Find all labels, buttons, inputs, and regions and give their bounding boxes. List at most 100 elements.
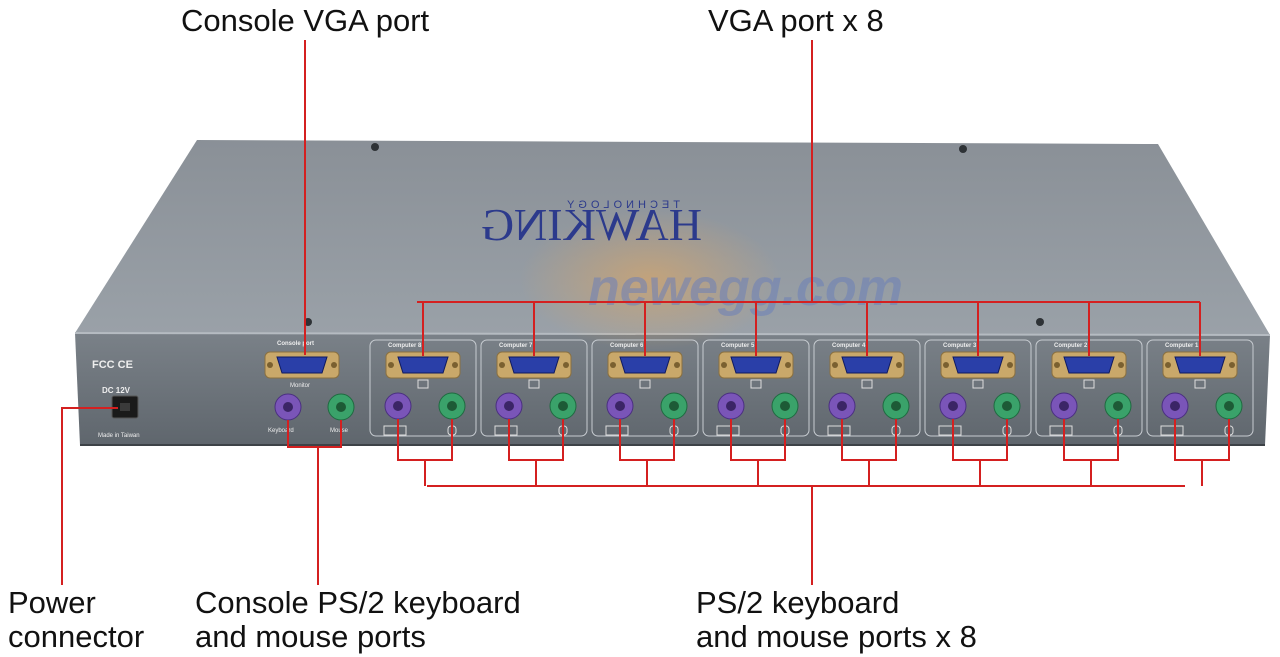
computer-port-label: Computer 1 <box>1165 343 1199 349</box>
callout-line-console-ps2 <box>287 420 342 585</box>
ps2-mouse-port <box>771 392 799 420</box>
callout-branch-ps2 <box>1174 419 1230 486</box>
keyboard-icon <box>938 425 962 436</box>
console-port-label: Console port <box>277 341 314 347</box>
computer-port-block: Computer 5 <box>702 339 810 437</box>
ps2-mouse-port <box>1215 392 1243 420</box>
console-ps2-callout: Console PS/2 keyboard and mouse ports <box>195 586 521 654</box>
computer-port-block: Computer 6 <box>591 339 699 437</box>
monitor-icon <box>417 379 429 389</box>
ps2-mouse-port <box>1104 392 1132 420</box>
hawking-logo: HAWKING TECHNOLOGY <box>481 199 702 250</box>
ps2-keyboard-port <box>717 392 745 420</box>
computer-port-label: Computer 2 <box>1054 343 1088 349</box>
vga-port <box>496 351 572 379</box>
console-keyboard-label: Keyboard <box>268 428 294 434</box>
callout-branch-ps2 <box>619 419 675 486</box>
vga-port <box>1162 351 1238 379</box>
certification-marks: FCC CE <box>92 359 133 371</box>
watermark-text: newegg.com <box>588 259 903 317</box>
vga-port <box>1051 351 1127 379</box>
vga-port <box>718 351 794 379</box>
origin-label: Made in Taiwan <box>98 433 140 439</box>
console-ps2-line2: and mouse ports <box>195 619 426 654</box>
screw-hole <box>1036 318 1044 326</box>
callout-lines <box>61 40 1200 585</box>
computer-port-label: Computer 6 <box>610 343 644 349</box>
console-monitor-label: Monitor <box>290 383 310 389</box>
callout-branch-ps2 <box>1063 419 1119 486</box>
callout-branch-ps2 <box>508 419 564 486</box>
monitor-icon <box>750 379 762 389</box>
monitor-icon <box>639 379 651 389</box>
monitor-icon <box>528 379 540 389</box>
console-port-group: Console port Monitor Keyboard Mouse <box>264 341 355 434</box>
callout-branch-ps2 <box>397 419 453 486</box>
power-connector-line2: connector <box>8 619 145 654</box>
computer-port-block: Computer 1 <box>1146 339 1254 437</box>
ps2-keyboard-port <box>495 392 523 420</box>
callout-branch-ps2 <box>952 419 1008 486</box>
console-keyboard-port <box>274 393 302 421</box>
ps2-mouse-port <box>993 392 1021 420</box>
callout-line-power <box>61 407 118 585</box>
computer-port-label: Computer 8 <box>388 343 422 349</box>
computer-port-block: Computer 4 <box>813 339 921 437</box>
monitor-icon <box>972 379 984 389</box>
ps2-mouse-port <box>882 392 910 420</box>
ps2-keyboard-port <box>828 392 856 420</box>
keyboard-icon <box>1160 425 1184 436</box>
computer-port-label: Computer 3 <box>943 343 977 349</box>
keyboard-icon <box>383 425 407 436</box>
console-vga-port-callout: Console VGA port <box>181 4 429 38</box>
computer-port-label: Computer 4 <box>832 343 866 349</box>
computer-port-block: Computer 7 <box>480 339 588 437</box>
keyboard-icon <box>1049 425 1073 436</box>
ps2-ports-callout: PS/2 keyboard and mouse ports x 8 <box>696 586 977 654</box>
computer-port-block: Computer 3 <box>924 339 1032 437</box>
brand-subtitle: TECHNOLOGY <box>563 199 680 211</box>
keyboard-icon <box>716 425 740 436</box>
computer-port-label: Computer 7 <box>499 343 533 349</box>
brand-name: HAWKING <box>481 199 702 250</box>
power-rating: DC 12V <box>102 386 131 395</box>
callout-branches <box>397 302 1230 486</box>
keyboard-icon <box>494 425 518 436</box>
callout-branch-ps2 <box>841 419 897 486</box>
monitor-icon <box>1083 379 1095 389</box>
monitor-icon <box>861 379 873 389</box>
screw-hole <box>371 143 379 151</box>
vga-port <box>385 351 461 379</box>
vga-ports-text: VGA port x 8 <box>708 3 884 38</box>
ps2-keyboard-port <box>1161 392 1189 420</box>
ps2-keyboard-port <box>384 392 412 420</box>
ps2-ports-line1: PS/2 keyboard <box>696 585 900 620</box>
vga-port <box>940 351 1016 379</box>
power-connector-line1: Power <box>8 585 96 620</box>
callout-branch-ps2 <box>730 419 786 486</box>
keyboard-icon <box>605 425 629 436</box>
computer-port-blocks: Computer 8 Computer 7 Computer 6 Computer 5… <box>369 339 1254 437</box>
keyboard-icon <box>827 425 851 436</box>
ps2-mouse-port <box>660 392 688 420</box>
ps2-mouse-port <box>438 392 466 420</box>
vga-ports-callout: VGA port x 8 <box>708 4 884 38</box>
chassis-back-panel <box>75 333 1270 445</box>
ps2-keyboard-port <box>606 392 634 420</box>
computer-port-block: Computer 2 <box>1035 339 1143 437</box>
ps2-ports-line2: and mouse ports x 8 <box>696 619 977 654</box>
power-connector-callout: Power connector <box>8 586 144 654</box>
console-ps2-line1: Console PS/2 keyboard <box>195 585 521 620</box>
console-mouse-label: Mouse <box>330 428 349 434</box>
ps2-mouse-port <box>549 392 577 420</box>
vga-port <box>829 351 905 379</box>
watermark-glow <box>520 210 780 350</box>
ps2-keyboard-port <box>1050 392 1078 420</box>
console-vga-port-text: Console VGA port <box>181 3 430 38</box>
power-jack <box>111 395 139 419</box>
screw-hole <box>959 145 967 153</box>
computer-port-block: Computer 8 <box>369 339 477 437</box>
monitor-icon <box>1194 379 1206 389</box>
ps2-keyboard-port <box>939 392 967 420</box>
